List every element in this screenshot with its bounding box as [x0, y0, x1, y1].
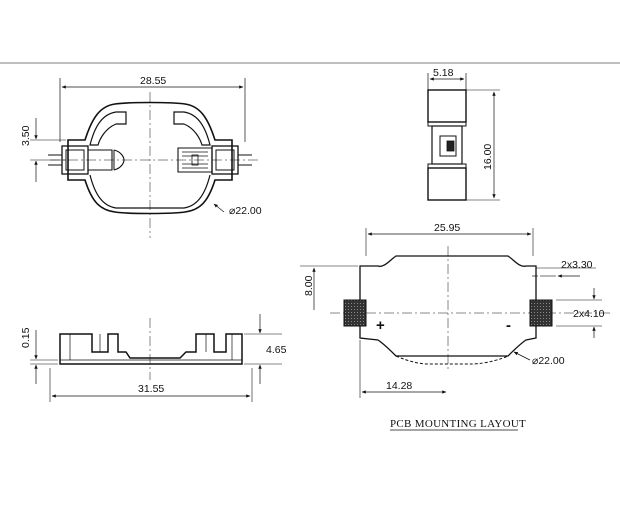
dim-side-width: 5.18 [433, 67, 454, 79]
dim-front-width: 31.55 [138, 383, 164, 395]
plus-sign: + [376, 317, 385, 334]
pcb-caption: PCB MOUNTING LAYOUT [390, 418, 526, 430]
dim-pcb-offset: 14.28 [386, 380, 412, 392]
dim-pcb-width: 25.95 [434, 222, 460, 234]
pcb-layout [300, 228, 610, 398]
dim-pcb-pad-height: 2x4.10 [573, 308, 605, 320]
side-view [427, 73, 500, 201]
pcb-pad-right [529, 299, 553, 327]
dim-pcb-diameter: ⌀22.00 [532, 355, 565, 367]
dim-side-height: 16.00 [482, 144, 494, 170]
dim-top-width: 28.55 [140, 75, 166, 87]
front-view [30, 314, 282, 402]
dim-top-height: 3.50 [20, 125, 32, 146]
dim-front-height: 4.65 [266, 344, 287, 356]
minus-sign: - [506, 317, 511, 334]
dim-pcb-pad-width: 2x3.30 [561, 259, 593, 271]
dim-front-small: 0.15 [20, 327, 32, 348]
dim-pcb-height: 8.00 [303, 275, 315, 296]
pcb-pad-left [343, 299, 367, 327]
top-view [30, 78, 260, 238]
dim-top-diameter: ⌀22.00 [229, 205, 262, 217]
